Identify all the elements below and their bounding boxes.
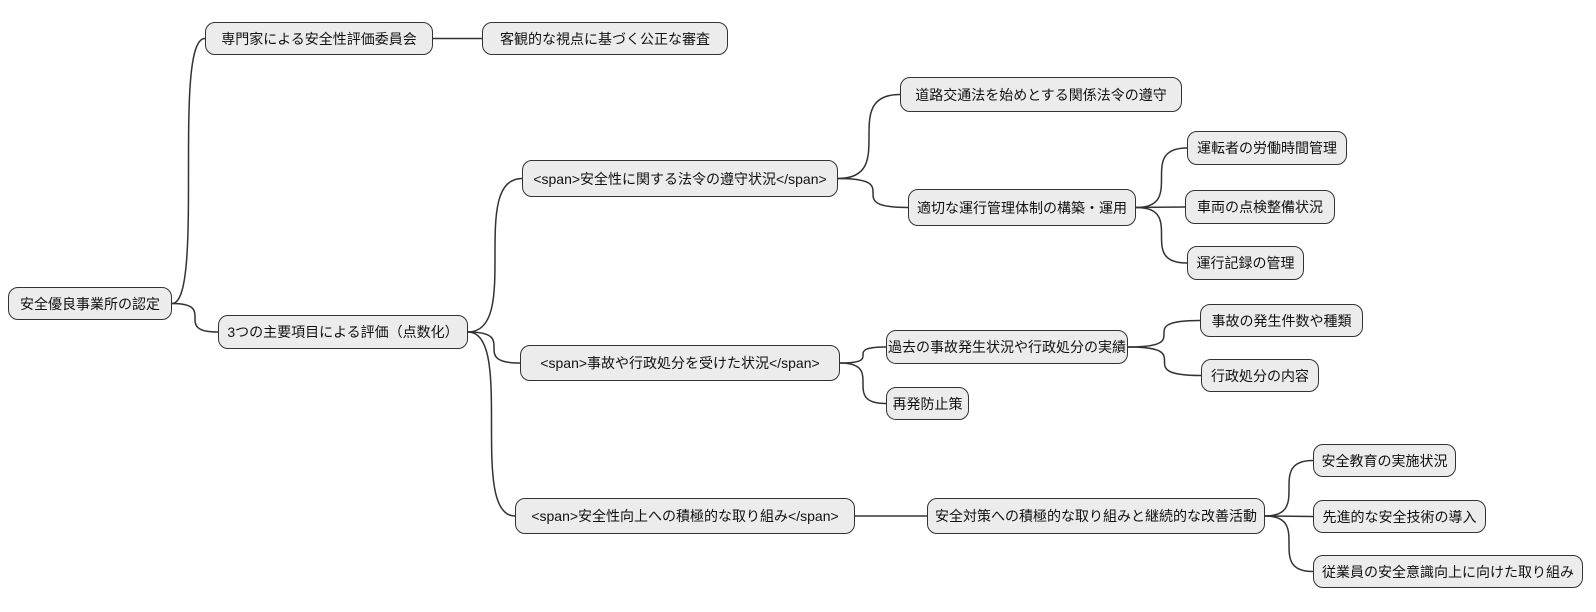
node-advanced-safety-tech: 先進的な安全技術の導入 — [1313, 500, 1486, 533]
edge-operation-management-driver-work-hours — [1135, 147, 1188, 209]
node-proactive-safety-efforts: <span>安全性向上への積極的な取り組み</span> — [515, 498, 855, 534]
edge-accident-sanction-status-recurrence-prevention — [839, 362, 887, 405]
node-driver-work-hours: 運転者の労働時間管理 — [1187, 131, 1347, 165]
node-road-traffic-law: 道路交通法を始めとする関係法令の遵守 — [900, 77, 1182, 112]
node-accident-count-type: 事故の発生件数や種類 — [1200, 304, 1363, 337]
node-operation-records: 運行記録の管理 — [1187, 246, 1304, 280]
edge-three-items-proactive-safety-efforts — [467, 331, 516, 517]
edge-law-compliance-road-traffic-law — [837, 93, 901, 180]
edge-past-accident-record-sanction-content — [1127, 346, 1202, 377]
edge-three-items-accident-sanction-status — [467, 331, 521, 364]
edge-continuous-improvement-employee-awareness — [1264, 515, 1314, 573]
node-root: 安全優良事業所の認定 — [8, 287, 172, 320]
edge-three-items-law-compliance — [467, 177, 523, 333]
node-employee-awareness: 従業員の安全意識向上に向けた取り組み — [1313, 555, 1583, 588]
node-three-items: 3つの主要項目による評価（点数化） — [218, 315, 468, 349]
node-expert-committee: 専門家による安全性評価委員会 — [205, 22, 433, 55]
edge-accident-sanction-status-past-accident-record — [839, 346, 887, 364]
node-accident-sanction-status: <span>事故や行政処分を受けた状況</span> — [520, 345, 840, 381]
node-continuous-improvement: 安全対策への積極的な取り組みと継続的な改善活動 — [927, 498, 1265, 534]
node-fair-review: 客観的な視点に基づく公正な審査 — [482, 22, 728, 55]
node-sanction-content: 行政処分の内容 — [1201, 359, 1319, 392]
node-past-accident-record: 過去の事故発生状況や行政処分の実績 — [886, 330, 1128, 364]
edge-root-expert-committee — [171, 37, 206, 305]
node-safety-education: 安全教育の実施状況 — [1313, 444, 1456, 477]
node-law-compliance: <span>安全性に関する法令の遵守状況</span> — [522, 160, 838, 197]
edge-continuous-improvement-safety-education — [1264, 459, 1314, 517]
node-operation-management: 適切な運行管理体制の構築・運用 — [908, 189, 1136, 226]
edge-past-accident-record-accident-count-type — [1127, 319, 1201, 348]
edge-operation-management-operation-records — [1135, 206, 1188, 264]
edge-root-three-items — [171, 302, 219, 333]
node-vehicle-inspection: 車両の点検整備状況 — [1185, 190, 1335, 224]
edge-law-compliance-operation-management — [837, 177, 909, 209]
node-recurrence-prevention: 再発防止策 — [886, 387, 969, 420]
